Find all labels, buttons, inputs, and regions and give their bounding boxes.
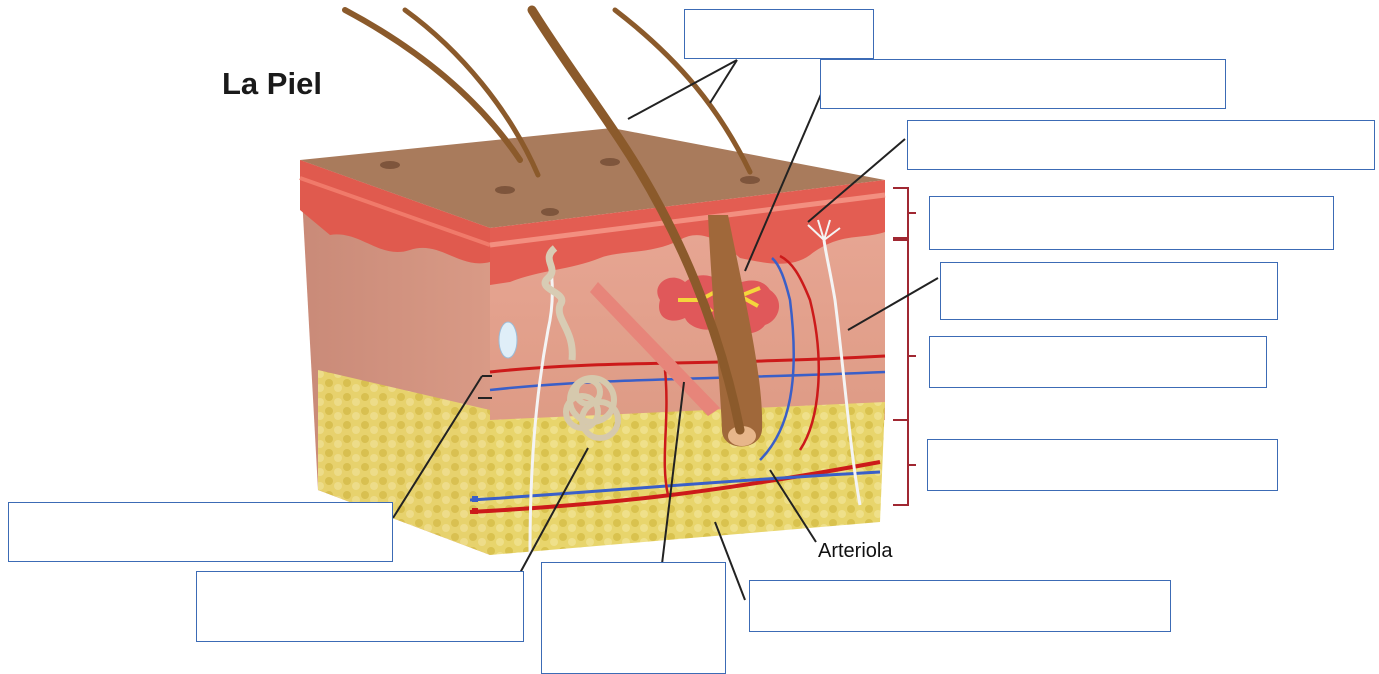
label-box-vein[interactable] [8, 502, 393, 562]
label-box-dermis[interactable] [929, 336, 1267, 388]
label-box-hypodermis[interactable] [927, 439, 1278, 491]
label-box-nerve-fiber[interactable] [940, 262, 1278, 320]
layer-brackets [893, 188, 916, 505]
label-box-arrector-muscle[interactable] [541, 562, 726, 674]
label-box-epidermis[interactable] [929, 196, 1334, 250]
diagram-title: La Piel [222, 66, 322, 102]
arteriola-label: Arteriola [818, 540, 892, 563]
label-box-nerve-ending[interactable] [907, 120, 1375, 170]
fat-layer [490, 402, 885, 555]
label-box-adipose-tissue[interactable] [749, 580, 1171, 632]
label-box-sweat-gland[interactable] [196, 571, 524, 642]
label-box-sebaceous-gland[interactable] [820, 59, 1226, 109]
label-box-hair[interactable] [684, 9, 874, 59]
